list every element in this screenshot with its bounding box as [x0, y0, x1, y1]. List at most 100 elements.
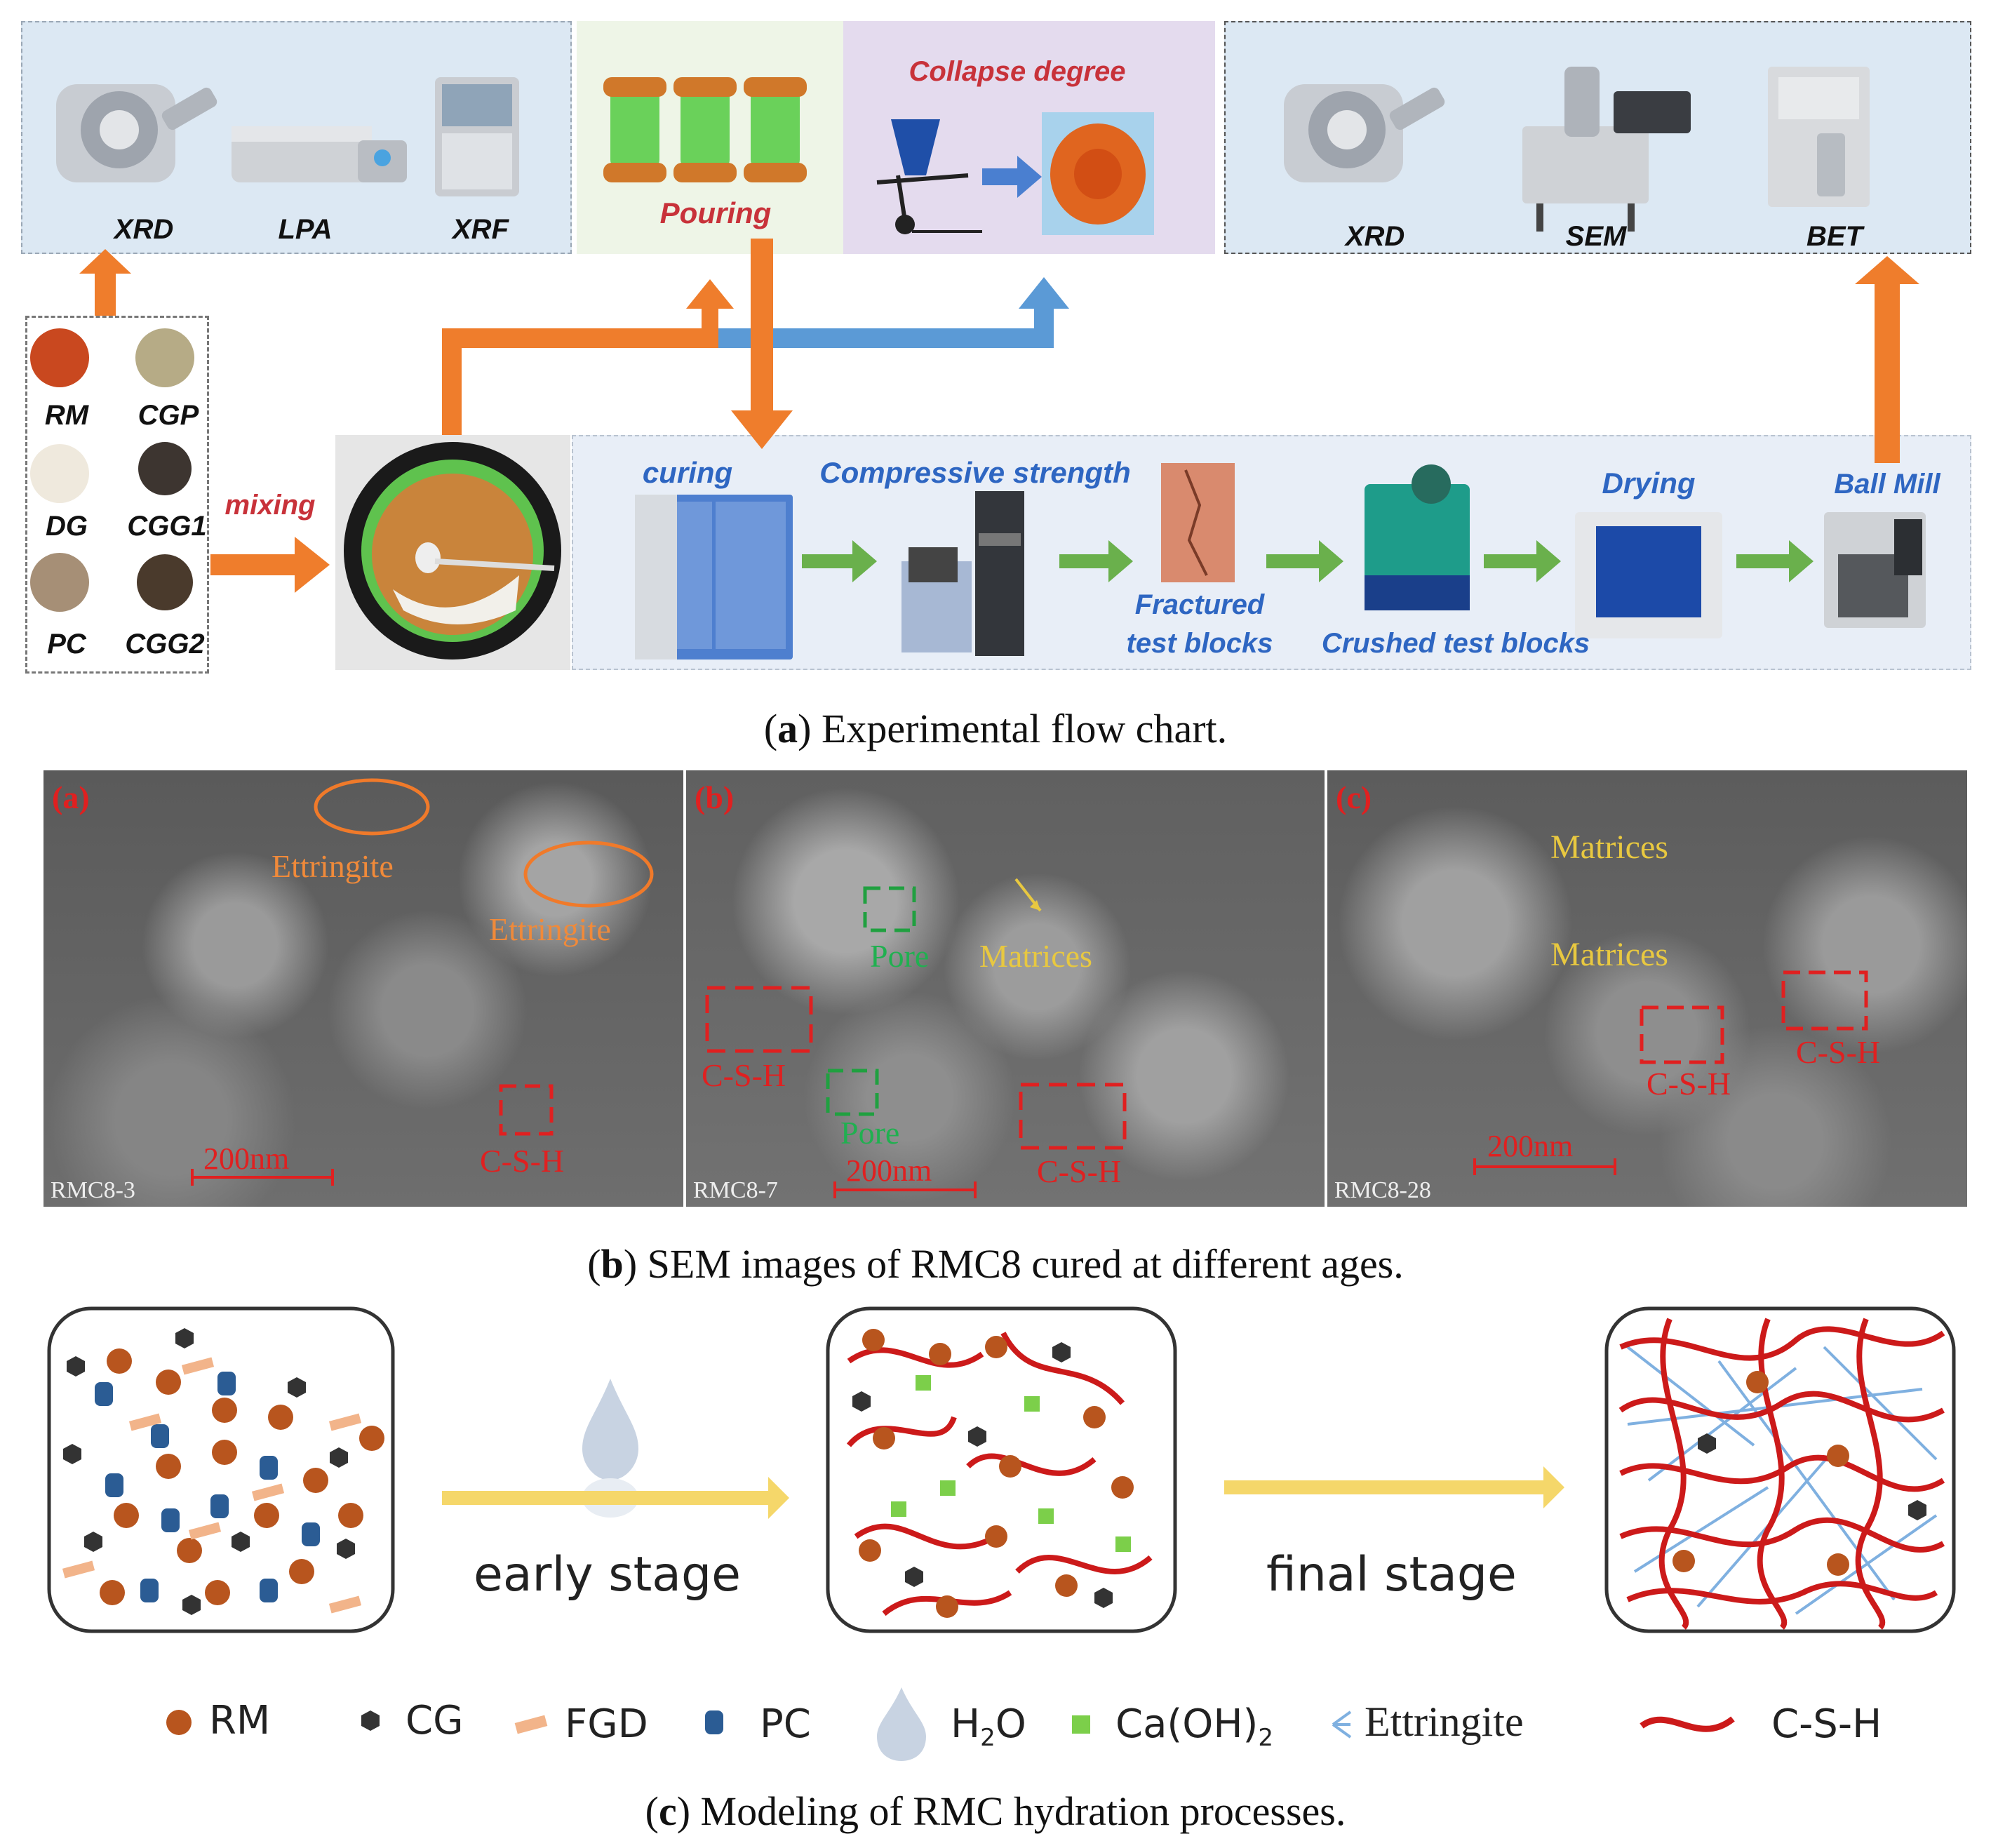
legend-rm-label: RM — [209, 1698, 271, 1743]
caption-a: (a) Experimental flow chart. — [763, 706, 1228, 751]
sem-a-overlays — [191, 778, 654, 1186]
label-crushed-test-blocks: Crushed test blocks — [1321, 628, 1590, 659]
arrow-to-pouring — [442, 279, 734, 435]
sem-a-ettringite-2: Ettringite — [489, 911, 611, 947]
label-xrd-1: XRD — [114, 214, 174, 245]
legend-fgd-icon — [514, 1715, 548, 1734]
rm-sample-icon — [30, 328, 89, 387]
sem-a-scale: 200nm — [203, 1141, 290, 1176]
label-drying: Drying — [1602, 467, 1696, 500]
arrow-step-4 — [1484, 540, 1561, 582]
label-rm: RM — [44, 400, 89, 431]
arrow-step-2 — [1059, 540, 1133, 582]
sem-a-ettringite-1: Ettringite — [272, 848, 394, 884]
hydration-model-graphics — [47, 1306, 1956, 1761]
arrow-pouring-to-curing — [731, 239, 793, 449]
pc-sample-icon — [30, 553, 89, 612]
arrow-step-5 — [1736, 540, 1814, 582]
legend-cg-label: CG — [405, 1698, 464, 1743]
label-xrf: XRF — [452, 214, 509, 245]
label-ball-mill: Ball Mill — [1834, 469, 1940, 500]
label-pc: PC — [47, 629, 86, 659]
water-drop-icon — [582, 1379, 638, 1480]
pouring-molds-icon — [603, 77, 807, 182]
label-cgg2: CGG2 — [125, 629, 205, 659]
label-cgg1: CGG1 — [127, 511, 207, 542]
slump-spread-icon — [1042, 112, 1154, 235]
legend-csh-label: C-S-H — [1771, 1701, 1882, 1747]
sem-b-csh-2: C-S-H — [1037, 1153, 1122, 1189]
sem-image-a: (a) Ettringite Ettringite C-S-H RMC8-3 2… — [43, 770, 683, 1207]
sem-b-scale: 200nm — [846, 1153, 932, 1188]
sem-c-matrices-1: Matrices — [1550, 829, 1668, 866]
cgp-sample-icon — [135, 328, 194, 387]
label-compressive-strength: Compressive strength — [819, 456, 1131, 489]
label-mixing: mixing — [224, 490, 316, 521]
sem-a-csh: C-S-H — [480, 1143, 565, 1179]
final-particles — [1672, 1371, 1926, 1576]
initial-state-box — [47, 1306, 395, 1633]
legend-h2o-icon — [877, 1687, 926, 1761]
arrow-step-3 — [1266, 540, 1343, 582]
drying-oven-icon — [1575, 512, 1722, 638]
slump-cone-icon — [876, 119, 982, 234]
arrow-ballmill-to-characterization — [1855, 256, 1919, 463]
sem-c-csh-2: C-S-H — [1796, 1034, 1881, 1070]
initial-particles — [62, 1328, 384, 1615]
arrow-step-1 — [802, 540, 877, 582]
label-sem: SEM — [1565, 221, 1627, 252]
label-bet: BET — [1806, 221, 1863, 252]
sem-c-scale: 200nm — [1487, 1129, 1574, 1163]
sem-b-pore-1: Pore — [870, 938, 930, 974]
lpa-instrument-icon — [232, 126, 407, 182]
label-pouring: Pouring — [659, 196, 772, 229]
cgg1-sample-icon — [138, 442, 192, 495]
mixing-bowl-icon — [344, 442, 561, 659]
label-fractured-1: Fractured — [1134, 589, 1265, 620]
sem-c-matrices-2: Matrices — [1550, 936, 1668, 973]
final-stage-label: final stage — [1266, 1547, 1517, 1602]
early-csh-fibers — [846, 1332, 1153, 1616]
panel-a-graphics — [30, 67, 1926, 659]
bet-instrument-icon — [1768, 67, 1870, 207]
xrf-instrument-icon — [435, 77, 519, 196]
final-csh-network — [1618, 1318, 1945, 1630]
sem-c-csh-1: C-S-H — [1647, 1066, 1731, 1102]
sem-b-csh-1: C-S-H — [702, 1057, 786, 1093]
sem-b-matrices: Matrices — [979, 938, 1092, 974]
legend-h2o-label: H2O — [951, 1701, 1026, 1753]
legend-pc-icon — [705, 1710, 723, 1734]
legend-csh-icon — [1640, 1716, 1735, 1732]
curing-chamber-icon — [635, 495, 793, 659]
legend-pc-label: PC — [760, 1701, 811, 1747]
sem-image-b: (b) Pore Matrices C-S-H Pore C-S-H RMC8-… — [686, 770, 1325, 1207]
final-ettringite-network — [1626, 1346, 1938, 1615]
sem-c-overlays — [1473, 970, 1868, 1175]
label-curing: curing — [642, 456, 733, 489]
sem-instrument-icon — [1522, 67, 1691, 232]
sem-a-sample: RMC8-3 — [51, 1177, 135, 1203]
sem-b-tag: (b) — [695, 779, 735, 815]
label-lpa: LPA — [278, 214, 333, 245]
label-dg: DG — [46, 511, 88, 542]
crusher-icon — [1365, 464, 1470, 610]
sem-c-sample: RMC8-28 — [1334, 1177, 1431, 1203]
compression-tester-icon — [901, 491, 1024, 656]
arrow-materials-to-characterization — [79, 249, 131, 316]
early-particles — [852, 1329, 1134, 1618]
sem-b-overlays — [705, 878, 1127, 1198]
caption-b: (b) SEM images of RMC8 cured at differen… — [587, 1241, 1404, 1287]
label-fractured-2: test blocks — [1126, 628, 1273, 659]
legend-cg-icon — [361, 1710, 380, 1731]
collapse-arrow-icon — [982, 156, 1042, 198]
label-xrd-2: XRD — [1345, 221, 1405, 252]
legend-ettringite-label: Ettringite — [1365, 1699, 1524, 1745]
xrd-instrument-2-icon — [1284, 84, 1445, 182]
arrow-to-collapse — [718, 277, 1069, 348]
legend — [166, 1687, 1735, 1761]
legend-caoh-icon — [1072, 1715, 1090, 1734]
final-stage-arrow — [1224, 1466, 1564, 1508]
early-stage-arrow — [442, 1477, 789, 1519]
sem-b-pore-2: Pore — [840, 1115, 900, 1151]
sem-a-tag: (a) — [52, 779, 90, 815]
